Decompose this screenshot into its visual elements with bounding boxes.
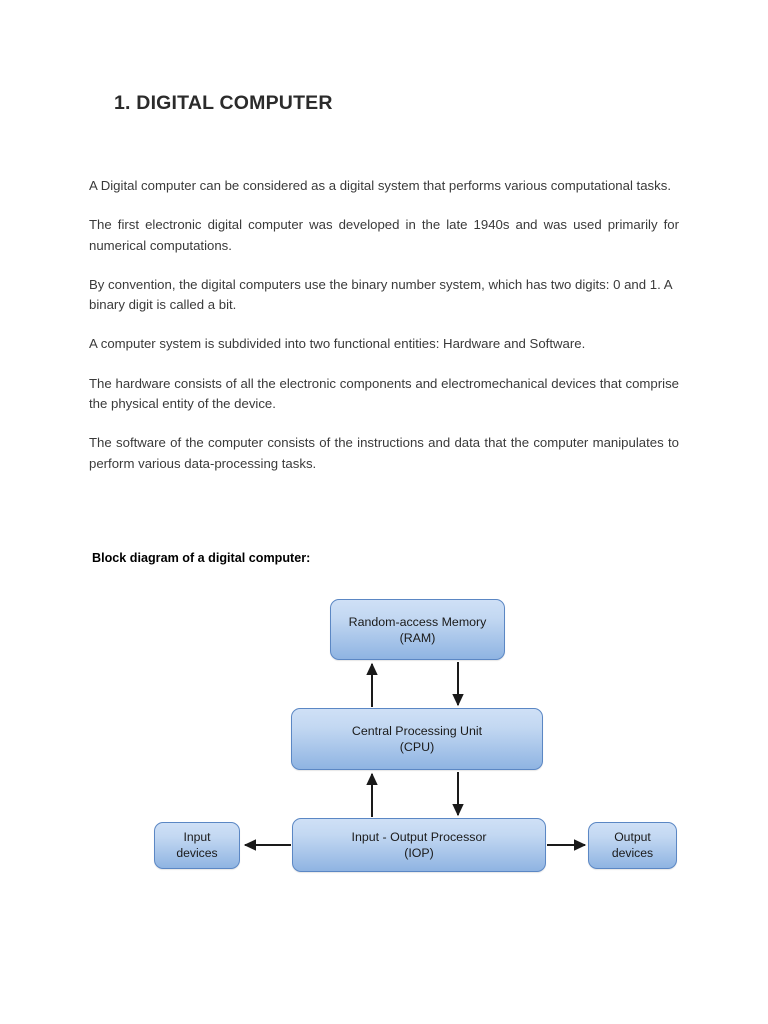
diagram-node-cpu[interactable]: Central Processing Unit (CPU) [291, 708, 543, 770]
page-title: 1. DIGITAL COMPUTER [114, 92, 333, 114]
paragraph-3: By convention, the digital computers use… [89, 276, 672, 313]
document-body: A Digital computer can be considered as … [89, 176, 679, 493]
paragraph-6: The software of the computer consists of… [89, 435, 679, 471]
diagram-caption: Block diagram of a digital computer: [92, 551, 311, 565]
node-output-devices-line1: Output [614, 830, 651, 844]
node-ram-line2: (RAM) [399, 630, 436, 645]
node-iop-line1: Input - Output Processor [351, 830, 487, 844]
paragraph-1: A Digital computer can be considered as … [89, 178, 671, 193]
node-output-devices-line2: devices [611, 845, 654, 860]
diagram-node-iop[interactable]: Input - Output Processor (IOP) [292, 818, 546, 872]
node-cpu-line2: (CPU) [399, 740, 435, 754]
diagram-node-output-devices[interactable]: Output devices [588, 822, 677, 869]
node-input-devices-line2: devices [176, 845, 218, 860]
node-cpu-line1: Central Processing Unit [351, 724, 483, 738]
paragraph-5: The hardware consists of all the electro… [89, 375, 679, 412]
node-input-devices-line1: Input [183, 830, 211, 844]
diagram-node-ram[interactable]: Random-access Memory (RAM) [330, 599, 505, 660]
node-ram-line1: Random-access Memory [348, 614, 487, 629]
diagram-node-input-devices[interactable]: Input devices [154, 822, 240, 869]
node-iop-line2: (IOP) [404, 846, 434, 860]
paragraph-2: The first electronic digital computer wa… [89, 217, 679, 253]
paragraph-4: A computer system is subdivided into two… [89, 336, 586, 352]
